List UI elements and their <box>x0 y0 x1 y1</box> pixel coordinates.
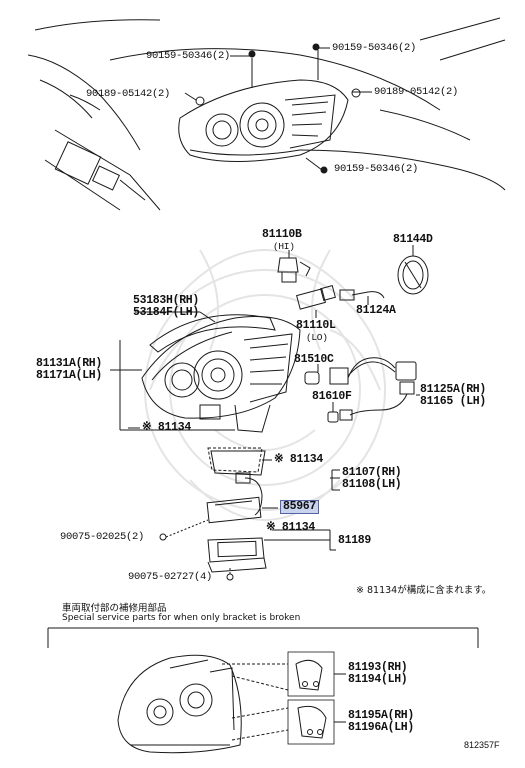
ballast <box>207 537 267 573</box>
label-highlighted-part[interactable]: 85967 <box>280 500 320 514</box>
label-bulb-tiny: 81610F <box>312 390 352 403</box>
label-lamp-lh: 81171A(LH) <box>36 369 103 382</box>
label-bulb-hi: 81110B <box>262 228 302 241</box>
label-gasket-1: ※ 81134 <box>142 421 191 434</box>
label-ballast: 81189 <box>338 534 372 547</box>
lamp-computer <box>206 472 263 524</box>
label-cord-rh: 81125A(RH) <box>420 383 487 396</box>
label-cord-lh: 81165 (LH) <box>420 395 487 408</box>
label-housing-rh: 53183H(RH) <box>133 294 200 307</box>
label-bolt-upper-right: 90159-50346(2) <box>332 42 417 54</box>
bulb-small <box>304 371 320 385</box>
label-bulb-lo: 81110L <box>296 319 336 332</box>
lamp-cord <box>339 357 417 421</box>
bulb-hi <box>277 257 311 283</box>
label-bulb-lo-sub: (LO) <box>306 332 328 343</box>
section-title-jp: 車両取付部の補修用部品 <box>62 603 167 614</box>
label-gasket-2: ※ 81134 <box>274 453 323 466</box>
plate-bracket <box>54 141 102 185</box>
label-screw-1: 90075-02025(2) <box>60 531 145 543</box>
socket-cap <box>397 255 429 295</box>
diagram-code: 812357F <box>464 740 500 750</box>
label-cap: 81144D <box>393 233 433 246</box>
label-screw-2: 90075-02727(4) <box>128 571 213 583</box>
headlamp-in-vehicle <box>178 79 349 162</box>
label-gasket-3: ※ 81134 <box>266 521 315 534</box>
headlamp-unit <box>141 316 301 433</box>
label-clip-right: 90189-05142(2) <box>374 86 459 98</box>
label-bolt-lower: 90159-50346(2) <box>334 163 419 175</box>
bulb-lo <box>296 285 336 310</box>
label-bracket-upper-lh: 81194(LH) <box>348 673 408 686</box>
watermark-crest <box>144 249 386 521</box>
label-bolt-upper-left: 90159-50346(2) <box>146 50 231 62</box>
label-bracket-lower-rh: 81195A(RH) <box>348 709 415 722</box>
label-clip-left: 90189-05142(2) <box>86 88 171 100</box>
label-bulb-hi-sub: (HI) <box>273 241 295 252</box>
gasket <box>207 447 266 476</box>
label-bracket-lower-lh: 81196A(LH) <box>348 721 415 734</box>
label-housing-lh: 53184F(LH) <box>133 306 200 319</box>
label-computer-rh: 81107(RH) <box>342 466 402 479</box>
label-bulb-small: 81510C <box>294 353 334 366</box>
footnote: ※ 81134が構成に含まれます。 <box>356 585 492 596</box>
label-bracket-upper-rh: 81193(RH) <box>348 661 408 674</box>
label-lamp-rh: 81131A(RH) <box>36 357 103 370</box>
headlamp-bracket-view <box>117 654 242 754</box>
bracket-lower <box>297 705 327 739</box>
label-computer-lh: 81108(LH) <box>342 478 402 491</box>
bracket-upper <box>295 659 323 691</box>
label-socket: 81124A <box>356 304 396 317</box>
bulb-tiny <box>327 411 339 423</box>
section-title-en: Special service parts for when only brac… <box>62 613 301 623</box>
vehicle-front-outline <box>27 17 506 211</box>
